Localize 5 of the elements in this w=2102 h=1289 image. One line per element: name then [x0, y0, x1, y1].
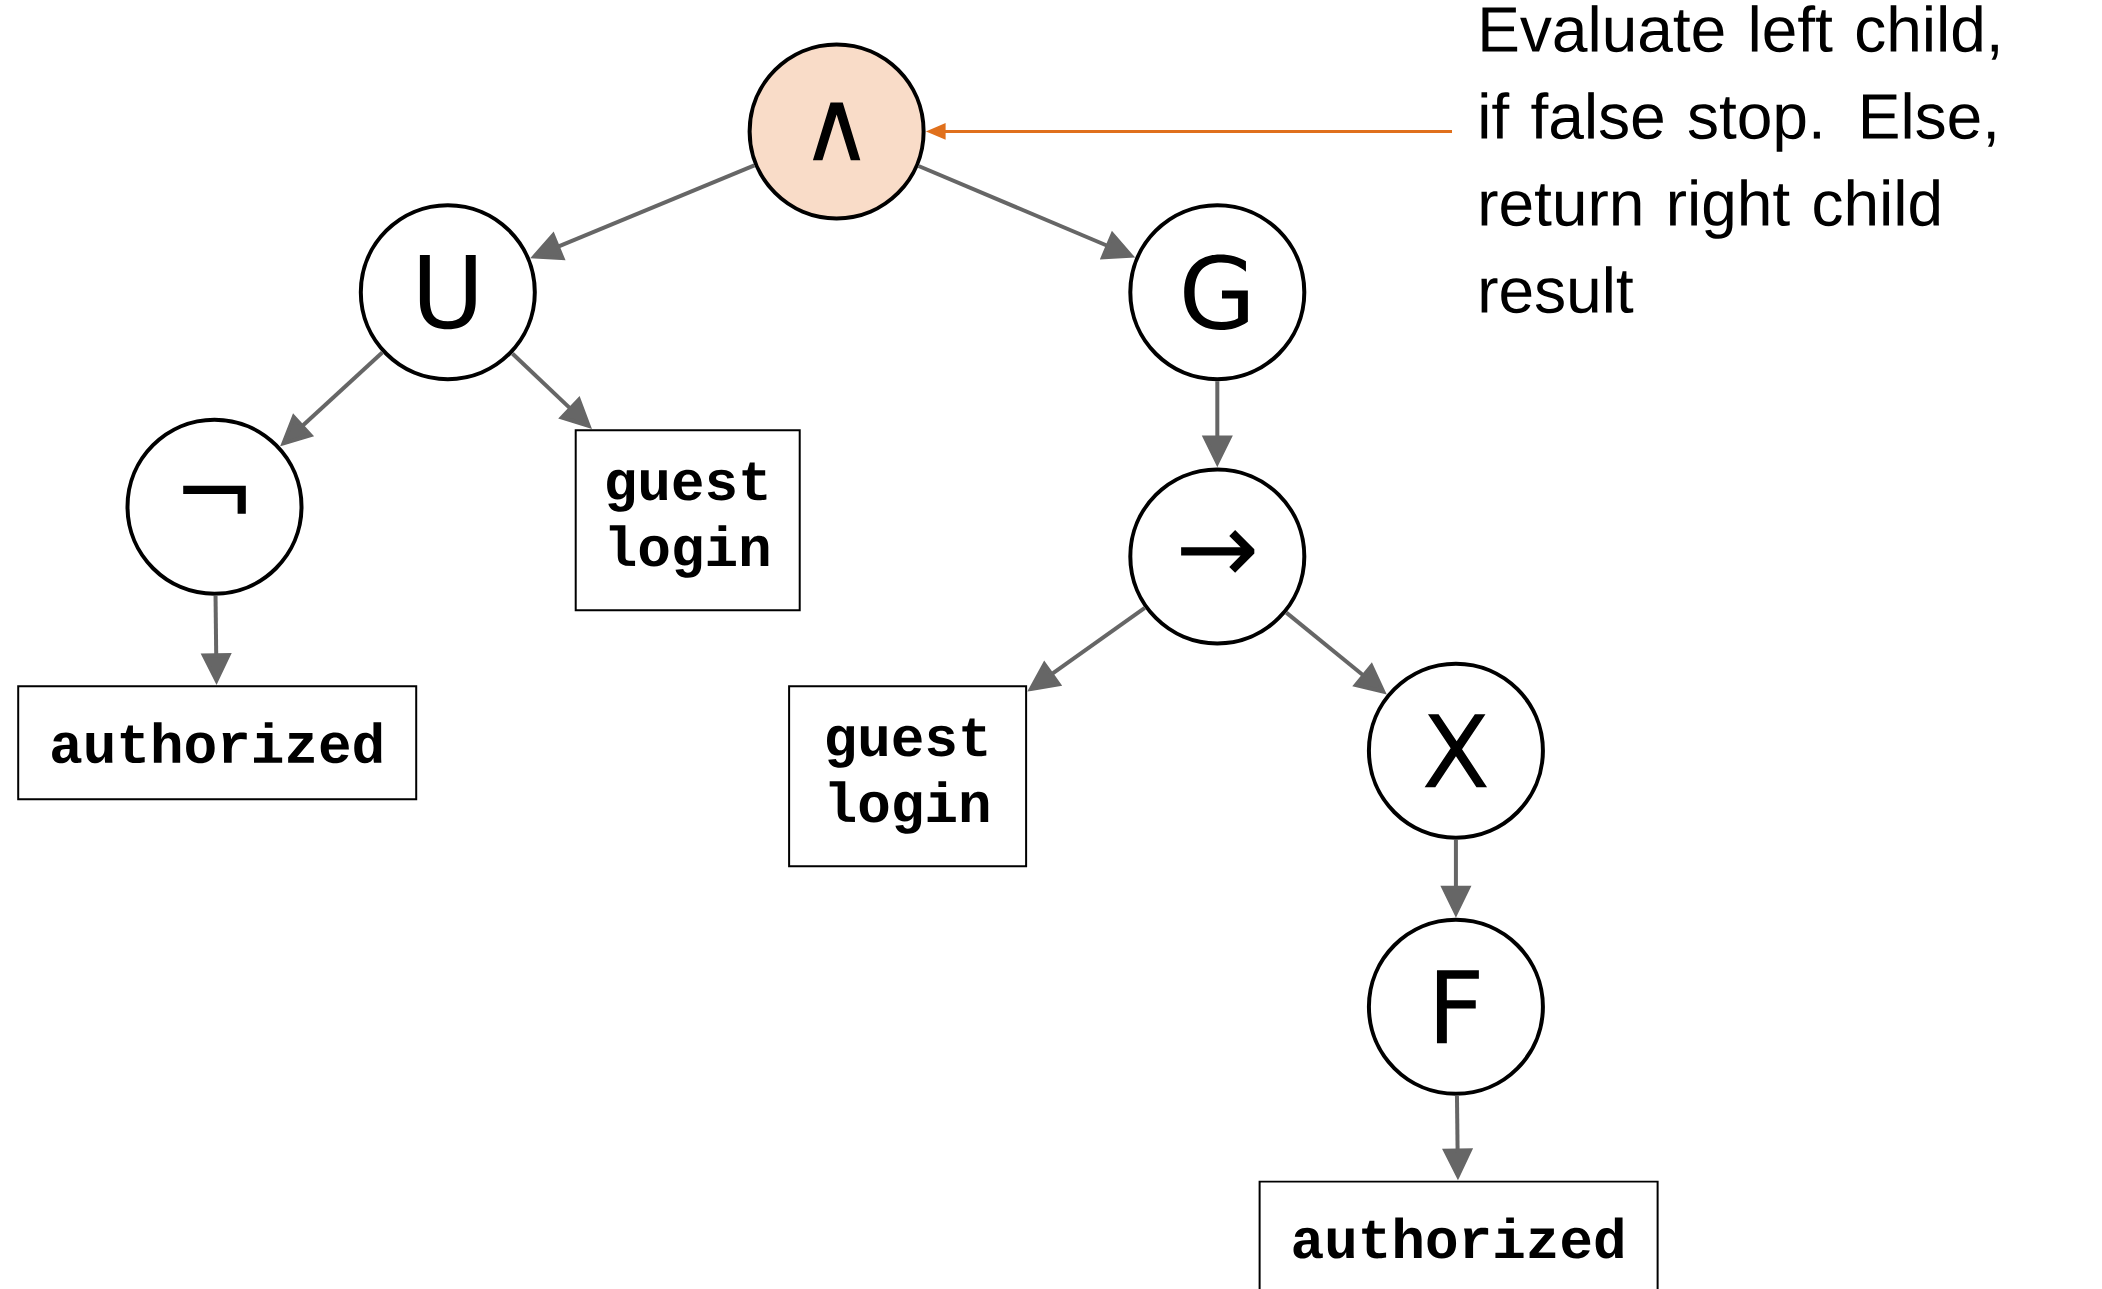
annotation-text: Evaluate left child, if false stop. Else, return right child result: [1481, 5, 1998, 314]
proposition-box: authorized: [17, 685, 418, 801]
proposition-box: authorized: [1258, 1180, 1659, 1289]
proposition-box: guest login: [574, 429, 801, 612]
proposition-box: guest login: [788, 685, 1028, 868]
